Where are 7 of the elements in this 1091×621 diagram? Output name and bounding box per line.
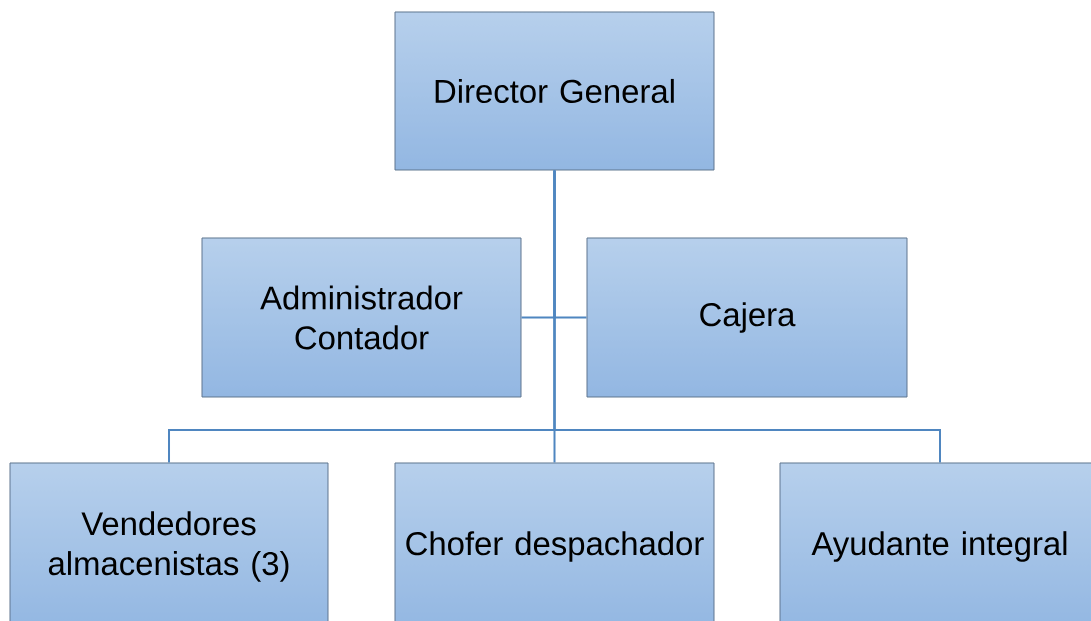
org-box: Ayudante integral: [779, 462, 1091, 621]
org-box: Chofer despachador: [394, 462, 715, 621]
org-box: Administrador Contador: [201, 237, 522, 398]
org-box: Vendedores almacenistas (3): [9, 462, 329, 621]
org-box: Director General: [394, 11, 715, 171]
org-box: Cajera: [586, 237, 908, 398]
connector-line: [553, 169, 941, 464]
